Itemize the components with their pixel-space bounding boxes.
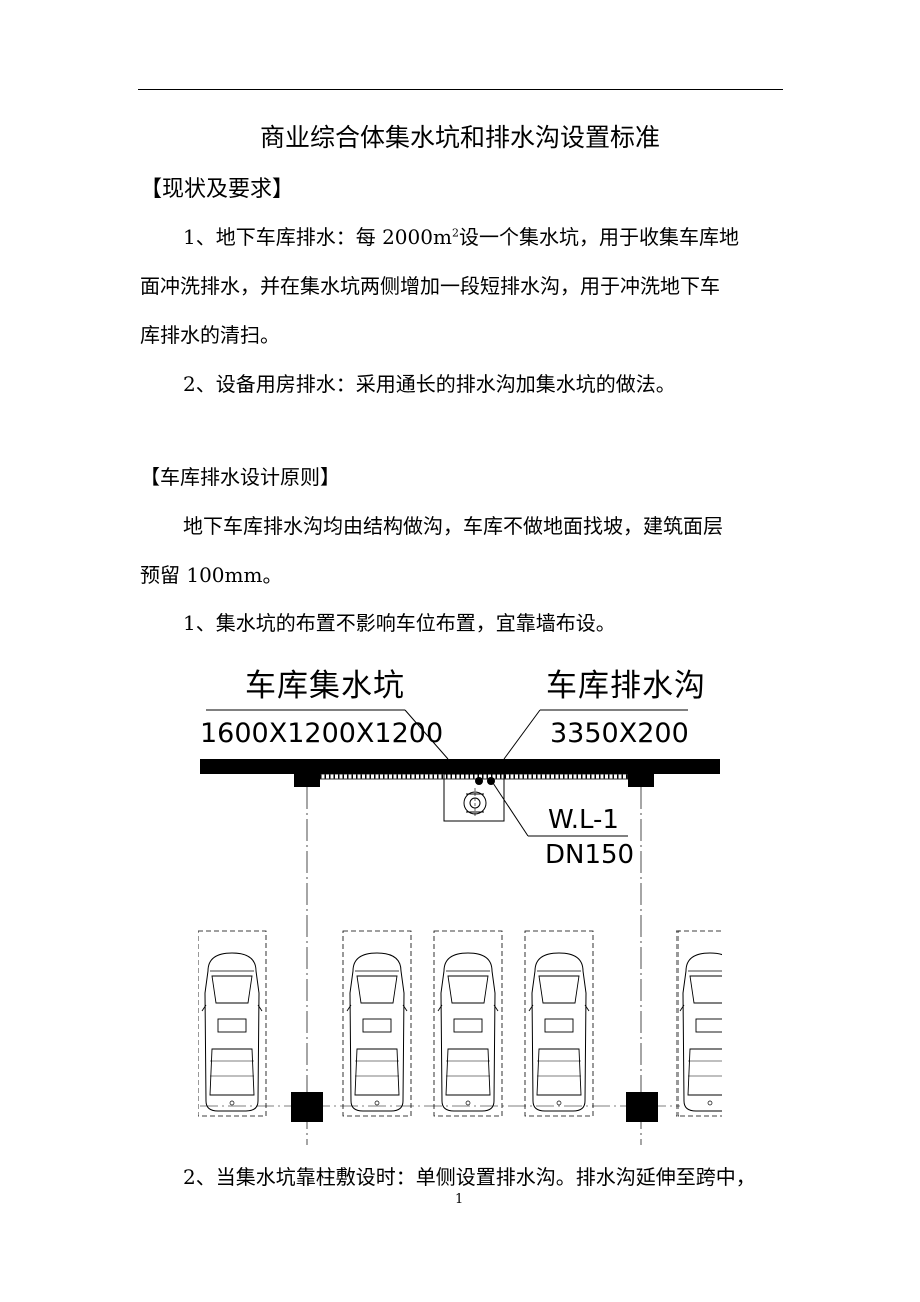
column-top-right <box>628 767 654 787</box>
drainage-ditch <box>319 773 629 780</box>
sump-pit <box>443 773 505 822</box>
column-top-left <box>294 767 320 787</box>
parking-car-3 <box>433 930 503 1117</box>
page-number: 1 <box>455 1192 464 1207</box>
pipe-size-label: DN150 <box>545 840 635 870</box>
pit-name-label: 车库集水坑 <box>245 668 405 704</box>
column-bottom-right <box>626 1092 658 1122</box>
section-heading-status: 【现状及要求】 <box>140 177 295 202</box>
parking-car-4 <box>524 930 594 1117</box>
paragraph-item1-line1: 1、地下车库排水：每 2000m2设一个集水坑，用于收集车库地 <box>183 221 739 250</box>
pit-size-label: 1600X1200X1200 <box>200 718 444 749</box>
section-heading-principles: 【车库排水设计原则】 <box>140 465 340 489</box>
garage-drainage-drawing <box>198 709 722 1145</box>
wall-band <box>200 759 720 774</box>
ditch-size-label: 3350X200 <box>550 718 689 749</box>
column-bottom-left <box>291 1092 323 1122</box>
paragraph-item1-line2: 面冲洗排水，并在集水坑两侧增加一段短排水沟，用于冲洗地下车 <box>140 274 720 298</box>
paragraph-principle-line1: 地下车库排水沟均由结构做沟，车库不做地面找坡，建筑面层 <box>183 514 723 538</box>
item1-text-b: 设一个集水坑，用于收集车库地 <box>458 225 739 249</box>
pump-outlet-1 <box>475 777 483 785</box>
parking-car-2 <box>342 930 412 1117</box>
header-rule <box>138 89 783 90</box>
paragraph-item2: 2、设备用房排水：采用通长的排水沟加集水坑的做法。 <box>183 372 676 396</box>
paragraph-item1-line3: 库排水的清扫。 <box>140 323 280 347</box>
paragraph-principle-item2: 2、当集水坑靠柱敷设时：单侧设置排水沟。排水沟延伸至跨中， <box>183 1165 756 1189</box>
item1-superscript: 2 <box>451 226 459 240</box>
item1-text-a: 1、地下车库排水：每 2000m <box>183 225 452 249</box>
page-title: 商业综合体集水坑和排水沟设置标准 <box>259 123 660 152</box>
paragraph-principle-item1: 1、集水坑的布置不影响车位布置，宜靠墙布设。 <box>183 611 616 635</box>
paragraph-principle-line2: 预留 100mm。 <box>140 563 283 587</box>
ditch-name-label: 车库排水沟 <box>546 668 706 704</box>
pipe-name-label: W.L-1 <box>548 805 619 835</box>
parking-car-1 <box>198 930 267 1117</box>
